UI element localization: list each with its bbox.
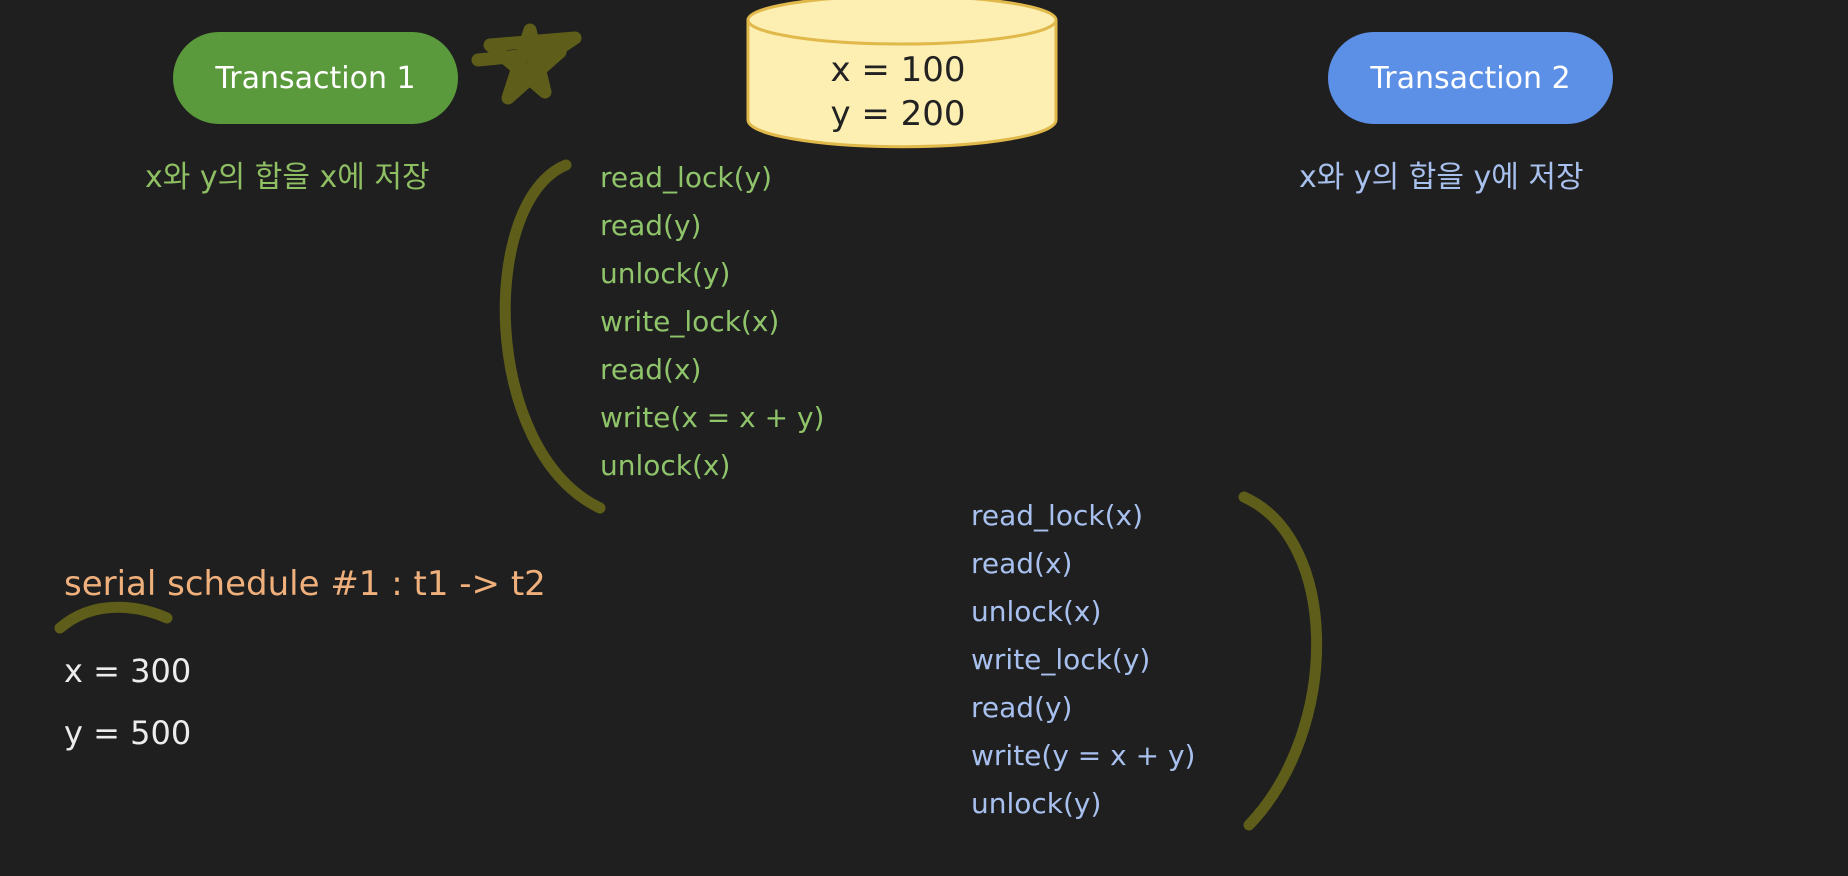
star-scribble [471, 23, 582, 105]
database-cylinder [746, 0, 1058, 149]
result-x: x = 300 [64, 652, 192, 690]
t2-operation: unlock(y) [971, 787, 1102, 820]
t2-operation: unlock(x) [971, 595, 1102, 628]
t1-operation: unlock(x) [600, 449, 731, 482]
transaction-1-operations: read_lock(y) read(y) unlock(y) write_loc… [600, 154, 824, 490]
transaction-1-description: x와 y의 합을 x에 저장 [145, 160, 430, 195]
database-values: x = 100 y = 200 [748, 48, 1048, 136]
t1-operation: read_lock(y) [600, 161, 772, 194]
t1-bracket [499, 159, 606, 514]
t2-bracket [1238, 491, 1323, 831]
transaction-2-pill: Transaction 2 [1328, 32, 1613, 124]
t1-operation: unlock(y) [600, 257, 731, 290]
serial-underline [54, 601, 173, 634]
result-y: y = 500 [64, 714, 192, 752]
t2-operation: write(y = x + y) [971, 739, 1196, 772]
database-x-value: x = 100 [830, 50, 966, 90]
t1-operation: read(y) [600, 209, 702, 242]
t2-operation: read_lock(x) [971, 499, 1143, 532]
t1-operation: write_lock(x) [600, 305, 780, 338]
database-y-value: y = 200 [830, 94, 966, 134]
t2-operation: read(y) [971, 691, 1073, 724]
t2-operation: write_lock(y) [971, 643, 1151, 676]
t1-operation: read(x) [600, 353, 702, 386]
transaction-1-pill: Transaction 1 [173, 32, 458, 124]
transaction-2-operations: read_lock(x) read(x) unlock(x) write_loc… [971, 492, 1195, 828]
t2-operation: read(x) [971, 547, 1073, 580]
transaction-2-description: x와 y의 합을 y에 저장 [1299, 160, 1584, 195]
schedule-title: serial schedule #1 : t1 -> t2 [64, 564, 546, 604]
t1-operation: write(x = x + y) [600, 401, 825, 434]
